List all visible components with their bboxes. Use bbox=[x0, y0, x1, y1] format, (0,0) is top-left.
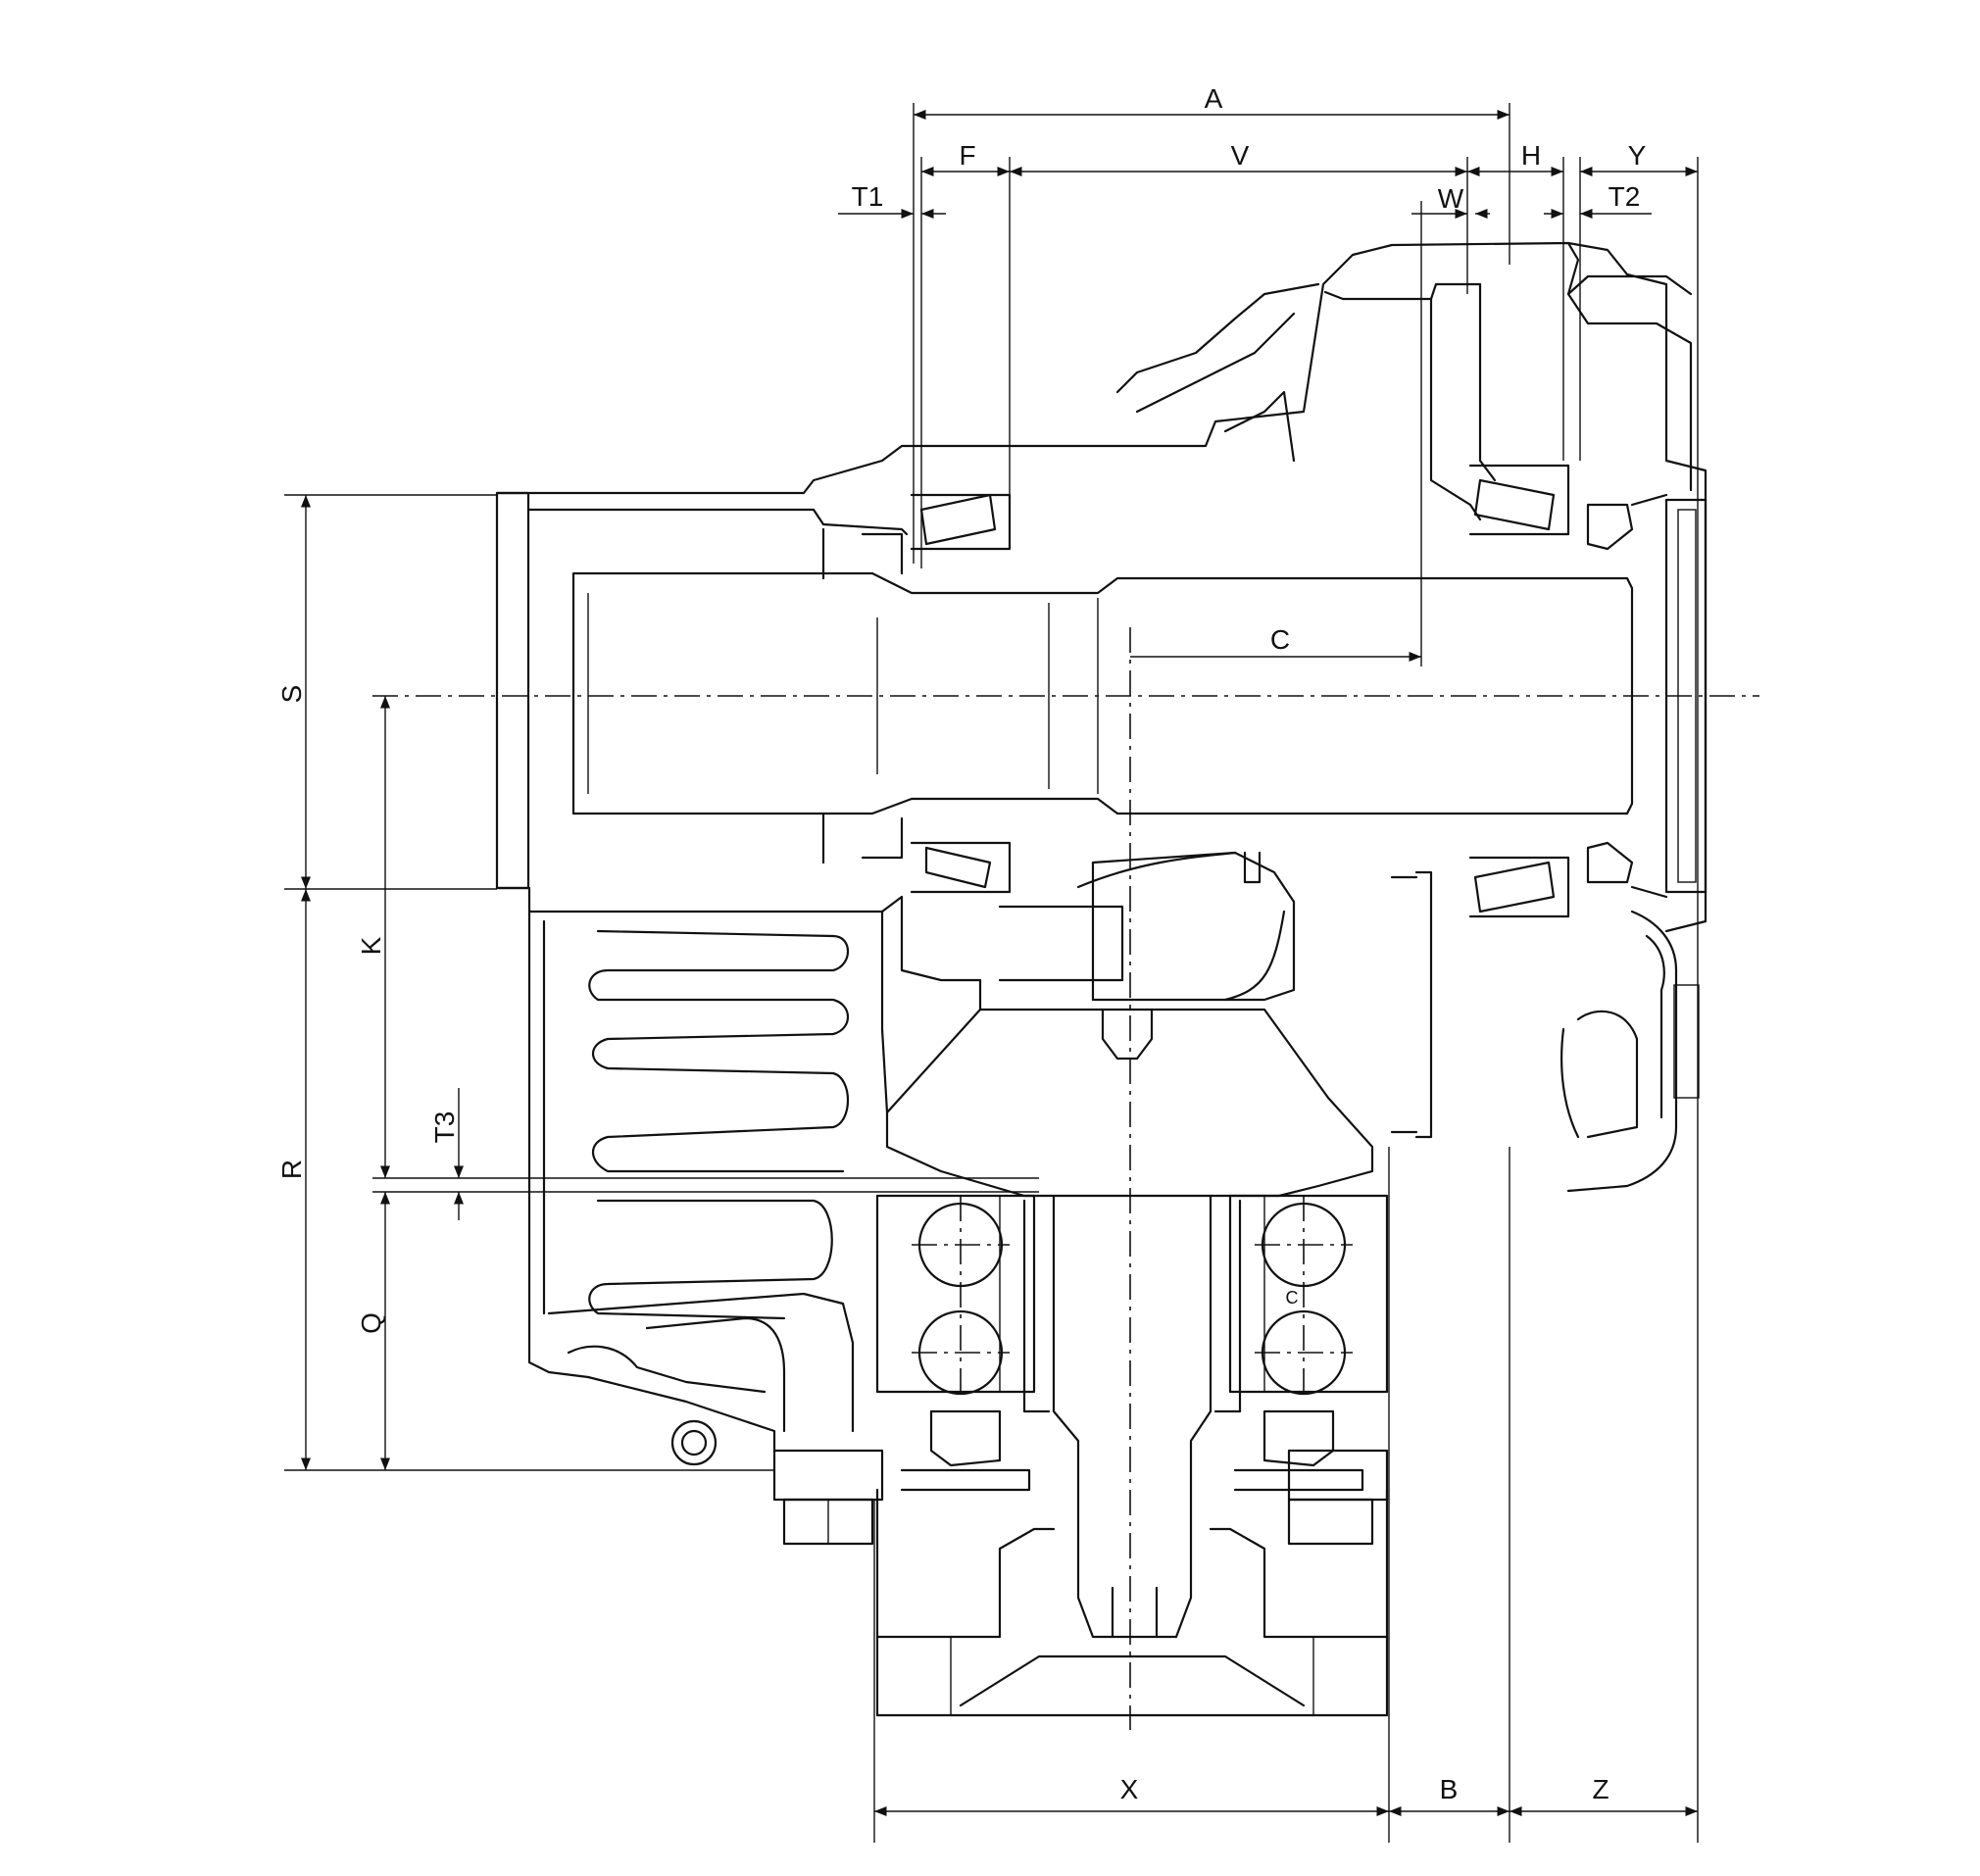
label-W: W bbox=[1438, 183, 1464, 214]
label-Z: Z bbox=[1592, 1774, 1609, 1804]
label-H: H bbox=[1521, 140, 1541, 171]
label-F: F bbox=[959, 140, 975, 171]
label-Q: Q bbox=[356, 1312, 386, 1334]
extension-lines bbox=[284, 103, 1699, 1843]
label-T3: T3 bbox=[429, 1111, 460, 1144]
label-A: A bbox=[1205, 83, 1223, 114]
dimension-lines bbox=[300, 109, 1698, 1817]
dimension-labels: A F V H Y T1 W T2 C X B Z S K T3 R Q C bbox=[276, 83, 1647, 1804]
label-V: V bbox=[1231, 140, 1250, 171]
ring-gear-area bbox=[998, 851, 1700, 1193]
label-X: X bbox=[1120, 1774, 1139, 1804]
label-C: C bbox=[1270, 624, 1290, 655]
label-T1: T1 bbox=[852, 181, 884, 212]
label-S: S bbox=[276, 685, 307, 704]
centerlines bbox=[372, 627, 1759, 1730]
label-Y: Y bbox=[1628, 140, 1647, 171]
housing-outline bbox=[495, 241, 1708, 933]
inner-mark-label: C bbox=[1286, 1288, 1299, 1308]
left-lower-housing bbox=[495, 886, 982, 1466]
bevel-pinion bbox=[885, 1008, 1374, 1639]
vertical-bearings bbox=[772, 1194, 1389, 1717]
label-B: B bbox=[1440, 1774, 1459, 1804]
label-K: K bbox=[356, 936, 386, 955]
main-shaft bbox=[571, 464, 1668, 918]
label-R: R bbox=[276, 1160, 307, 1179]
label-T2: T2 bbox=[1609, 181, 1641, 212]
